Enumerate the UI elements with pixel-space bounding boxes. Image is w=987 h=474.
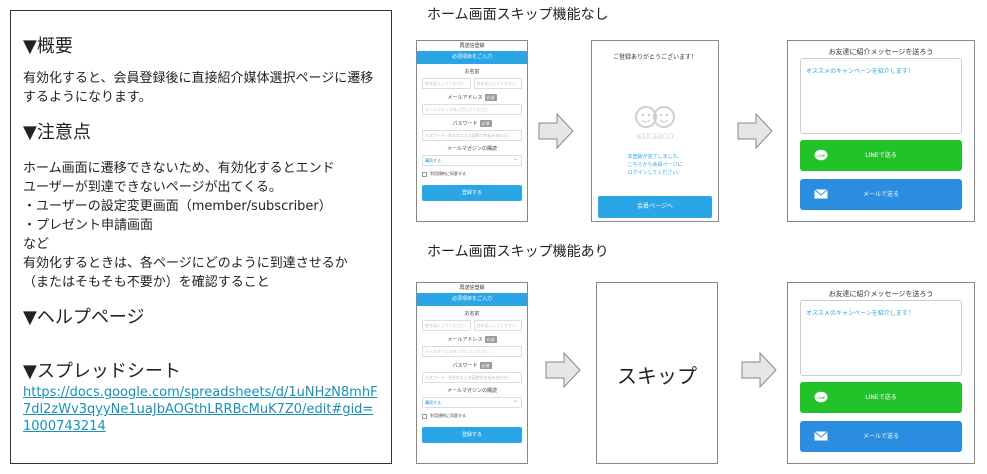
arrow-right-icon bbox=[545, 352, 581, 388]
arrow-right-icon bbox=[538, 113, 574, 149]
member-page-button[interactable]: 会員ページへ bbox=[598, 196, 712, 218]
email-input[interactable]: メールアドレスを入力してください bbox=[422, 346, 522, 357]
invite-screen: お友達に紹介メッセージを送ろう オススメのキャンペーンを紹介します！ LINE … bbox=[787, 40, 975, 222]
svg-text:LINE: LINE bbox=[817, 395, 826, 400]
overview-heading: ▼概要 bbox=[23, 36, 73, 57]
invite-title: お友達に紹介メッセージを送ろう bbox=[828, 290, 934, 298]
email-label-text: メールアドレス bbox=[447, 337, 483, 343]
kuchico-logo-icon: KUCHICO bbox=[635, 106, 675, 141]
mail-send-button[interactable]: メールで送る bbox=[800, 179, 962, 210]
registration-header: 再送信登録 bbox=[459, 285, 485, 291]
newsletter-label: メールマガジンの購読 bbox=[446, 388, 497, 394]
thanks-message-line: 本登録が完了しました。 bbox=[627, 154, 683, 160]
required-badge: 必須 bbox=[479, 120, 492, 127]
notes-panel: ▼概要 有効化すると、会員登録後に直接紹介媒体選択ページに遷移するようになります… bbox=[10, 10, 392, 464]
caution-line: ユーザーが到達できないページが出てくる。 bbox=[23, 180, 282, 195]
thanks-message-line: こちらから会員ページに bbox=[627, 162, 683, 168]
line-send-label: LINEで送る bbox=[865, 152, 897, 159]
spreadsheet-heading: ▼スプレッドシート bbox=[23, 361, 181, 382]
invite-message-field[interactable]: オススメのキャンペーンを紹介します！ bbox=[800, 300, 962, 376]
invite-title: お友達に紹介メッセージを送ろう bbox=[828, 48, 934, 56]
register-button[interactable]: 登録する bbox=[422, 185, 522, 201]
overview-text: 有効化すると、会員登録後に直接紹介媒体選択ページに遷移するようになります。 bbox=[23, 71, 374, 105]
email-label: メールアドレス必須 bbox=[417, 336, 527, 344]
password-input[interactable]: パスワード（8文字以上の英数字を組み合わせ） bbox=[422, 372, 522, 383]
thanks-message: 本登録が完了しました。 こちらから会員ページに ログインしてください。 bbox=[592, 153, 718, 177]
registration-complete-screen: ご登録ありがとうございます！ KUCHICO 本登録が完了しました。 こちらから… bbox=[591, 40, 719, 222]
caution-line: ・ユーザーの設定変更画面（member/subscriber） bbox=[23, 199, 332, 214]
mail-send-button[interactable]: メールで送る bbox=[800, 421, 962, 452]
arrow-right-icon bbox=[737, 113, 773, 149]
password-input[interactable]: パスワード（8文字以上の英数字を組み合わせ） bbox=[422, 130, 522, 141]
required-badge: 必須 bbox=[484, 336, 497, 343]
registration-header: 再送信登録 bbox=[459, 43, 485, 49]
svg-text:LINE: LINE bbox=[817, 153, 826, 158]
caution-line: 有効化するときは、各ページにどのように到達させるか bbox=[23, 256, 348, 271]
envelope-icon bbox=[814, 189, 828, 199]
email-input[interactable]: メールアドレスを入力してください bbox=[422, 104, 522, 115]
last-name-input[interactable]: 姓を記入してください bbox=[422, 78, 471, 89]
newsletter-label: メールマガジンの購読 bbox=[446, 146, 497, 152]
skip-label: スキップ bbox=[617, 364, 697, 388]
flow-caption-with-skip: ホーム画面スキップ機能あり bbox=[427, 244, 609, 260]
agree-checkbox[interactable] bbox=[422, 413, 427, 419]
email-label-text: メールアドレス bbox=[447, 95, 483, 101]
thanks-title: ご登録ありがとうございます！ bbox=[612, 54, 697, 61]
email-label: メールアドレス必須 bbox=[417, 94, 527, 102]
required-badge: 必須 bbox=[484, 94, 497, 101]
caution-heading: ▼注意点 bbox=[23, 122, 91, 143]
name-label: お名前 bbox=[464, 311, 480, 317]
logo-wordmark: KUCHICO bbox=[637, 132, 674, 141]
invite-message-field[interactable]: オススメのキャンペーンを紹介します！ bbox=[800, 58, 962, 134]
mail-send-label: メールで送る bbox=[862, 191, 899, 198]
help-heading: ▼ヘルプページ bbox=[23, 307, 145, 328]
newsletter-select[interactable]: 購読する bbox=[422, 396, 522, 408]
password-label-text: パスワード bbox=[452, 363, 478, 369]
register-button[interactable]: 登録する bbox=[422, 427, 522, 443]
line-icon: LINE bbox=[814, 391, 828, 403]
mail-send-label: メールで送る bbox=[862, 433, 899, 440]
line-icon: LINE bbox=[814, 149, 828, 161]
thanks-message-line: ログインしてください。 bbox=[627, 170, 683, 176]
caution-line: （またはそもそも不要か）を確認すること bbox=[23, 275, 270, 290]
caution-line: ホーム画面に遷移できないため、有効化するとエンド bbox=[23, 161, 335, 176]
password-label-text: パスワード bbox=[452, 121, 478, 127]
invite-screen: お友達に紹介メッセージを送ろう オススメのキャンペーンを紹介します！ LINE … bbox=[787, 282, 975, 464]
password-label: パスワード必須 bbox=[417, 362, 527, 370]
last-name-input[interactable]: 姓を記入してください bbox=[422, 320, 471, 331]
registration-screen: 再送信登録 必須項目をご入力 お名前 姓を記入してください 名を記入してください… bbox=[416, 282, 528, 464]
caution-line: ・プレゼント申請画面 bbox=[23, 218, 154, 233]
first-name-input[interactable]: 名を記入してください bbox=[473, 78, 522, 89]
arrow-right-icon bbox=[741, 352, 777, 388]
required-band: 必須項目をご入力 bbox=[417, 293, 527, 306]
name-label: お名前 bbox=[464, 69, 480, 75]
line-send-label: LINEで送る bbox=[865, 394, 897, 401]
caution-line: など bbox=[23, 237, 50, 252]
flow-caption-without-skip: ホーム画面スキップ機能なし bbox=[427, 7, 609, 23]
caution-text: ホーム画面に遷移できないため、有効化するとエンド ユーザーが到達できないページが… bbox=[23, 159, 379, 292]
agree-checkbox[interactable] bbox=[422, 171, 427, 177]
password-label: パスワード必須 bbox=[417, 120, 527, 128]
registration-screen: 再送信登録 必須項目をご入力 お名前 姓を記入してください 名を記入してください… bbox=[416, 40, 528, 222]
agree-label: 利用規約に同意する bbox=[430, 413, 466, 418]
newsletter-select[interactable]: 購読する bbox=[422, 154, 522, 166]
agree-label: 利用規約に同意する bbox=[430, 171, 466, 176]
skip-placeholder-screen: スキップ bbox=[596, 282, 718, 464]
required-band: 必須項目をご入力 bbox=[417, 51, 527, 64]
line-send-button[interactable]: LINE LINEで送る bbox=[800, 382, 962, 413]
envelope-icon bbox=[814, 431, 828, 441]
spreadsheet-link[interactable]: https://docs.google.com/spreadsheets/d/1… bbox=[23, 385, 378, 434]
first-name-input[interactable]: 名を記入してください bbox=[473, 320, 522, 331]
required-badge: 必須 bbox=[479, 362, 492, 369]
line-send-button[interactable]: LINE LINEで送る bbox=[800, 140, 962, 171]
